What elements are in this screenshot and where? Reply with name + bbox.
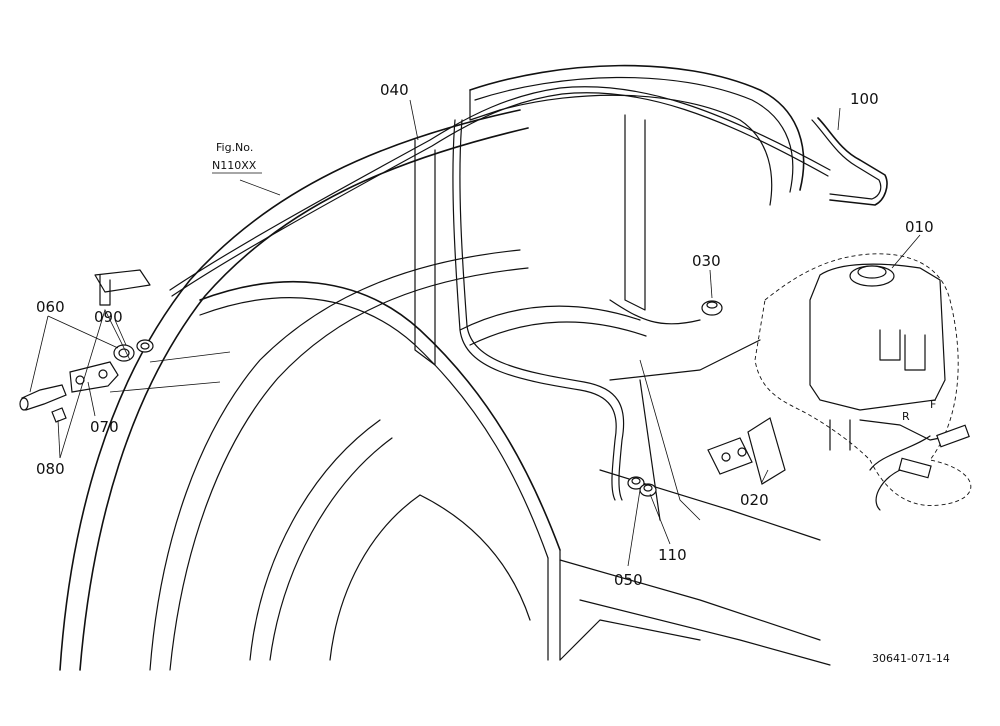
washer-hose-040 xyxy=(169,86,831,501)
drawing-code: 30641-071-14 xyxy=(872,652,950,665)
callout-010: 010 xyxy=(905,218,934,236)
roof-rear-arch xyxy=(469,64,805,206)
tank-hoses xyxy=(869,424,970,511)
callout-080: 080 xyxy=(36,460,65,478)
callout-060: 060 xyxy=(36,298,65,316)
cabin-inner-arch xyxy=(199,281,561,661)
callout-070: 070 xyxy=(90,418,119,436)
tank-mark-r: R xyxy=(902,410,910,423)
callout-030: 030 xyxy=(692,252,721,270)
callout-100: 100 xyxy=(850,90,879,108)
nozzle-bracket-assembly xyxy=(19,269,154,423)
bracket-plate-020 xyxy=(707,417,786,485)
callout-090: 090 xyxy=(94,308,123,326)
nozzle-fittings-050-110 xyxy=(627,476,657,497)
figure-number: N110XX xyxy=(212,159,257,172)
figure-label: Fig.No. xyxy=(216,141,253,154)
rear-pillars xyxy=(414,114,701,366)
tank-group-outline xyxy=(754,253,972,506)
cabin-front-arch xyxy=(59,109,529,671)
callout-040: 040 xyxy=(380,81,409,99)
tank-mark-f: F xyxy=(930,398,936,411)
pipe-part-100 xyxy=(811,117,888,206)
washer-tank-010 xyxy=(809,263,956,451)
cabin-floor-frame xyxy=(559,339,831,666)
callout-050: 050 xyxy=(614,571,643,589)
grommet-030 xyxy=(701,300,723,316)
callout-110: 110 xyxy=(658,546,687,564)
callout-leaders xyxy=(29,99,921,567)
callout-020: 020 xyxy=(740,491,769,509)
